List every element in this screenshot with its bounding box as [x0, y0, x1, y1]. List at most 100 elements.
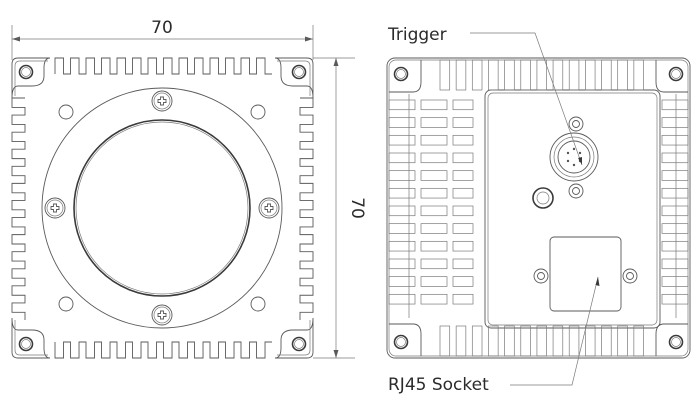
- mounting-hole-inner: [294, 67, 304, 77]
- left-fin-slat: [452, 293, 474, 305]
- screw-head: [258, 197, 280, 219]
- left-fin-slat: [452, 240, 474, 252]
- arrowhead-right: [305, 36, 313, 42]
- left-fin-slat: [452, 170, 474, 181]
- lens-mount-ring-outer: [41, 87, 283, 329]
- left-fin-slat: [388, 223, 416, 234]
- corner-block-inner: [277, 60, 311, 96]
- mounting-hole-inner: [21, 339, 31, 349]
- mounting-hole-inner: [396, 69, 406, 79]
- left-fin-slat: [420, 293, 448, 305]
- mounting-hole-inner: [671, 69, 681, 79]
- rj45-callout: RJ45 Socket: [388, 276, 600, 395]
- left-fin-slat: [420, 170, 448, 181]
- housing-outline-inner: [388, 59, 689, 357]
- corner-block: [11, 317, 51, 359]
- bottom-fin-slot: [504, 325, 515, 357]
- top-fin-slot: [471, 59, 483, 91]
- mounting-hole-outer: [393, 66, 409, 82]
- mounting-hole-outer: [668, 66, 684, 82]
- top-fin-slot: [617, 59, 628, 91]
- left-fin-slat: [388, 276, 416, 287]
- corner-block-inner: [14, 320, 48, 356]
- ring-hole: [58, 296, 74, 312]
- connector-pin: [566, 151, 570, 155]
- right-fin-slat: [661, 223, 689, 234]
- right-fin-slat: [661, 117, 689, 128]
- corner-block: [11, 57, 51, 99]
- rj45-arrowhead: [595, 277, 600, 286]
- left-fin-slat: [420, 187, 448, 199]
- width-dimension: 70: [11, 18, 314, 60]
- lens-opening-inner: [75, 121, 249, 295]
- screw-rim: [46, 199, 64, 217]
- mounting-hole-inner: [396, 337, 406, 347]
- top-fin-slot: [520, 59, 531, 91]
- left-fin-slat: [420, 99, 448, 111]
- corner-block: [655, 60, 688, 93]
- rear-view: [386, 57, 691, 359]
- corner-mounting-hole: [18, 64, 34, 80]
- mounting-hole-inner: [294, 339, 304, 349]
- corner-block: [655, 323, 688, 356]
- mounting-hole-outer: [291, 336, 307, 352]
- corner-mounting-hole: [291, 64, 307, 80]
- arrowhead-top: [333, 58, 339, 66]
- phillips-cross-icon: [50, 203, 60, 213]
- left-fin-slat: [388, 134, 416, 146]
- right-fin-slat: [661, 276, 689, 287]
- screw-rim: [153, 306, 171, 324]
- left-fin-slat: [388, 152, 416, 164]
- rj45-socket-cover: [549, 236, 622, 312]
- corner-block: [274, 57, 314, 99]
- screw-head: [151, 304, 173, 326]
- ring-hole: [250, 296, 266, 312]
- left-fin-slat: [420, 276, 448, 287]
- connector-screw-bottom: [568, 183, 584, 199]
- connector-pin: [566, 159, 570, 163]
- right-fin-slat: [661, 293, 689, 305]
- top-fin-slot: [439, 59, 451, 91]
- right-fin-slat: [661, 134, 689, 146]
- bottom-fin-slot: [455, 325, 467, 357]
- width-label: 70: [151, 18, 173, 38]
- left-fin-slat: [420, 223, 448, 234]
- led-indicator-outer: [532, 187, 554, 209]
- connector-screw-top: [568, 116, 584, 132]
- screw-head: [151, 90, 173, 112]
- top-fin-slot: [585, 59, 596, 91]
- screw-rim: [260, 199, 278, 217]
- corner-block-inner: [277, 320, 311, 356]
- connector-screw-bottom-inner: [572, 187, 580, 195]
- right-fins: [299, 97, 314, 320]
- mounting-hole-outer: [18, 336, 34, 352]
- left-fin-slat: [420, 134, 448, 146]
- bottom-fins: [54, 341, 272, 359]
- right-fin-slat: [661, 187, 689, 199]
- corner-mounting-hole: [393, 334, 409, 350]
- corner-mounting-hole: [291, 336, 307, 352]
- rj45-screw-inner: [537, 272, 545, 280]
- mounting-hole-inner: [21, 67, 31, 77]
- rj45-screw: [533, 268, 549, 284]
- top-fin-slot: [633, 59, 644, 91]
- top-fin-slot: [552, 59, 564, 91]
- left-fins: [11, 97, 26, 320]
- mounting-hole-outer: [291, 64, 307, 80]
- corner-block: [274, 317, 314, 359]
- bottom-fin-slot: [439, 325, 451, 357]
- top-fin-slot: [504, 59, 515, 91]
- ring-hole: [58, 104, 74, 120]
- left-fin-slat: [452, 134, 474, 146]
- trigger-connector-face: [557, 140, 591, 174]
- bottom-fin-slot: [601, 325, 612, 357]
- ring-screw-top: [151, 90, 173, 112]
- rj45-screw: [622, 268, 638, 284]
- trigger-leader-line: [470, 32, 583, 166]
- bottom-fin-slot: [552, 325, 564, 357]
- bottom-fin-slot: [488, 325, 499, 357]
- rj45-label: RJ45 Socket: [388, 375, 489, 395]
- arrowhead-left: [12, 36, 20, 42]
- left-fin-slat: [452, 99, 474, 111]
- bottom-fin-slot: [633, 325, 644, 357]
